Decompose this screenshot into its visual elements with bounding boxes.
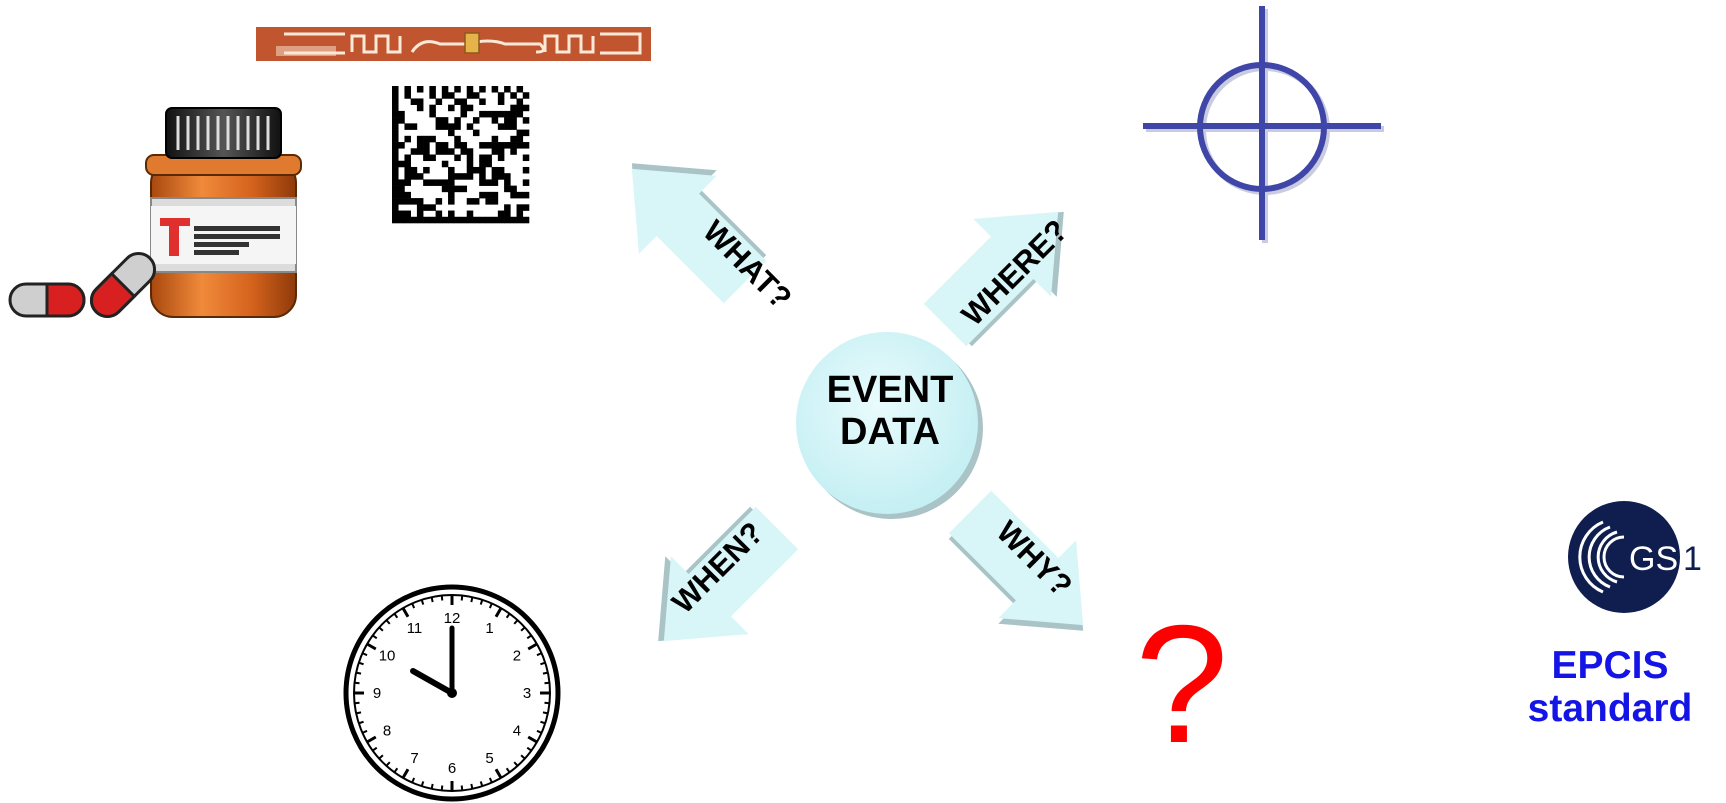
svg-text:1: 1: [1683, 540, 1702, 578]
clock-number: 11: [407, 620, 423, 637]
datamatrix-icon: [392, 86, 530, 224]
clock-number: 4: [513, 723, 521, 740]
rfid-tag-icon: [256, 27, 651, 61]
clock-number: 1: [485, 620, 493, 637]
gs1-logo-text: GS: [1629, 540, 1678, 578]
clock-number: 6: [448, 760, 456, 777]
epcis-standard-caption: EPCIS standard: [1500, 644, 1720, 731]
crosshair-icon: [1143, 6, 1384, 243]
why-arrow: [948, 490, 1084, 631]
question-mark-icon: ?: [1135, 590, 1229, 778]
pill-bottle-icon: [145, 107, 302, 318]
capsule-icon: [89, 251, 157, 319]
what-arrow: [631, 163, 767, 304]
gs1-logo-icon: GS 1: [1568, 501, 1702, 613]
clock-number: 12: [444, 610, 461, 627]
capsule-icon: [8, 282, 86, 318]
clock-number: 7: [410, 750, 418, 767]
epcis-caption-line1: EPCIS: [1551, 644, 1669, 687]
clock-number: 9: [373, 685, 381, 702]
clock-number: 8: [383, 723, 391, 740]
when-arrow: [658, 506, 799, 642]
clock-hour-hand: [410, 668, 455, 696]
clock-number: 10: [379, 648, 396, 665]
clock-number: 2: [513, 648, 521, 665]
event-data-line2: DATA: [840, 410, 940, 453]
event-data-label: EVENT DATA: [790, 369, 990, 454]
event-data-line1: EVENT: [826, 369, 954, 411]
epcis-caption-line2: standard: [1527, 686, 1693, 730]
where-arrow: [923, 211, 1064, 347]
clock-number: 5: [485, 750, 493, 767]
event-data-circle: [796, 332, 978, 514]
clock-number: 3: [523, 685, 531, 702]
